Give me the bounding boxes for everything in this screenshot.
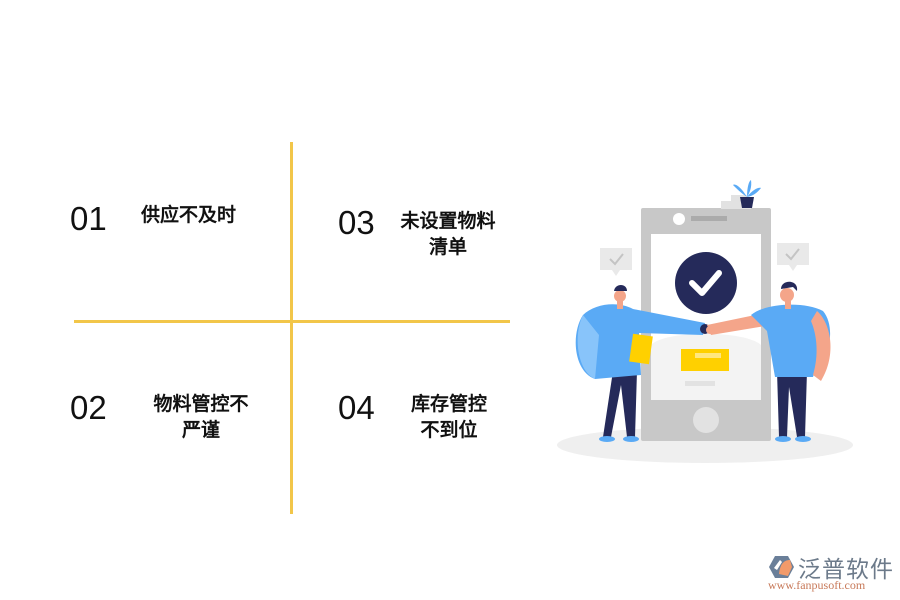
item-number: 02 (70, 389, 107, 426)
item-number: 03 (338, 204, 375, 241)
item-label-line1: 库存管控 (410, 393, 487, 415)
item-label: 物料管控不 严谨 (141, 391, 261, 443)
item-label-line1: 物料管控不 (153, 393, 249, 415)
fanpusoft-logo[interactable]: 泛普软件 www.fanpusoft.com (768, 552, 896, 596)
item-label: 库存管控 不到位 (400, 391, 498, 443)
yellow-card (681, 349, 729, 371)
item-label: 未设置物料 清单 (388, 208, 508, 260)
item-label-line2: 不到位 (420, 419, 478, 441)
item-label-line1: 供应不及时 (141, 204, 237, 226)
horizontal-divider (74, 320, 510, 323)
speech-bubble-check-icon (777, 243, 809, 271)
speech-bubble-check-icon (600, 248, 632, 276)
logo-url: www.fanpusoft.com (768, 578, 866, 592)
checkmark-circle-icon (675, 252, 737, 314)
plant-icon (733, 180, 761, 208)
right-person (706, 281, 831, 442)
logo-name: 泛普软件 (798, 557, 894, 583)
item-label-line2: 严谨 (181, 419, 220, 441)
vertical-divider (290, 142, 293, 514)
teamwork-illustration (557, 180, 853, 463)
item-number: 04 (338, 389, 375, 426)
item-label-line1: 未设置物料 (400, 210, 496, 232)
item-label: 供应不及时 (141, 202, 236, 228)
item-number: 01 (70, 200, 107, 237)
item-label-line2: 清单 (428, 236, 467, 258)
left-person (575, 285, 710, 442)
logo-hexagon-icon (769, 556, 794, 578)
